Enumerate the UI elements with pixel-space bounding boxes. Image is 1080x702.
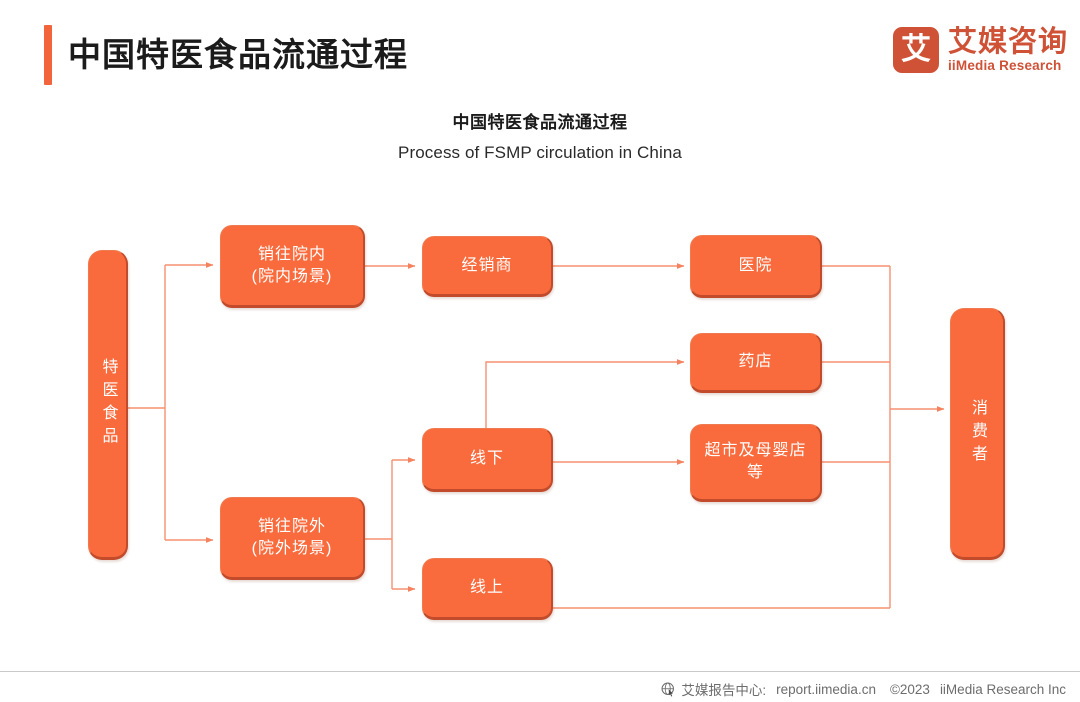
node-consumer-label: 消费者 [969,398,986,468]
page-title: 中国特医食品流通过程 [68,36,408,73]
node-dealer-label: 经销商 [461,256,513,274]
node-out-hospital-label-2: (院外场景) [251,539,333,557]
node-supermarket-label-2: 等 [746,464,764,481]
logo-mark-icon: 艾 [892,27,939,73]
globe-cursor-icon [661,682,676,697]
logo-name-cn: 艾媒咨询 [947,26,1068,58]
node-pharmacy-label: 药店 [738,353,773,370]
node-hospital-label: 医院 [738,256,773,274]
node-out-hospital[interactable]: 销往院外 (院外场景) [220,497,365,580]
node-source[interactable]: 特医食品 [88,250,128,560]
node-consumer[interactable]: 消费者 [950,308,1005,560]
chart-title: 中国特医食品流通过程 [452,113,628,132]
node-out-hospital-label-1: 销往院外 [257,517,326,535]
node-offline-label: 线下 [469,450,504,467]
node-in-hospital[interactable]: 销往院内 (院内场景) [220,225,365,308]
node-online[interactable]: 线上 [422,558,553,620]
node-in-hospital-label-1: 销往院内 [257,245,326,263]
node-source-label: 特医食品 [99,358,117,450]
node-hospital[interactable]: 医院 [690,235,822,298]
footer-center-label: 艾媒报告中心: [681,683,767,698]
logo-name-en: iiMedia Research [947,58,1062,73]
footer-company: iiMedia Research Inc [939,681,1066,697]
node-in-hospital-label-2: (院内场景) [251,267,333,285]
footer-divider [0,671,1080,672]
chart-subtitle: Process of FSMP circulation in China [398,143,682,162]
node-supermarket[interactable]: 超市及母婴店 等 [690,424,822,502]
logo-text: 艾媒咨询 iiMedia Research [948,26,1068,74]
node-dealer[interactable]: 经销商 [422,236,553,297]
page-footer: 艾媒报告中心: report.iimedia.cn ©2023 iiMedia … [0,676,1080,702]
node-supermarket-label-1: 超市及母婴店 [704,442,807,459]
footer-copyright: ©2023 [889,681,930,697]
node-online-label: 线上 [469,579,504,596]
node-pharmacy[interactable]: 药店 [690,333,822,393]
title-accent-bar [44,25,52,85]
page-header: 中国特医食品流通过程 艾 艾媒咨询 iiMedia Research [0,0,1080,100]
brand-logo: 艾 艾媒咨询 iiMedia Research [892,22,1068,78]
footer-site-link[interactable]: report.iimedia.cn [776,681,876,697]
node-offline[interactable]: 线下 [422,428,553,492]
